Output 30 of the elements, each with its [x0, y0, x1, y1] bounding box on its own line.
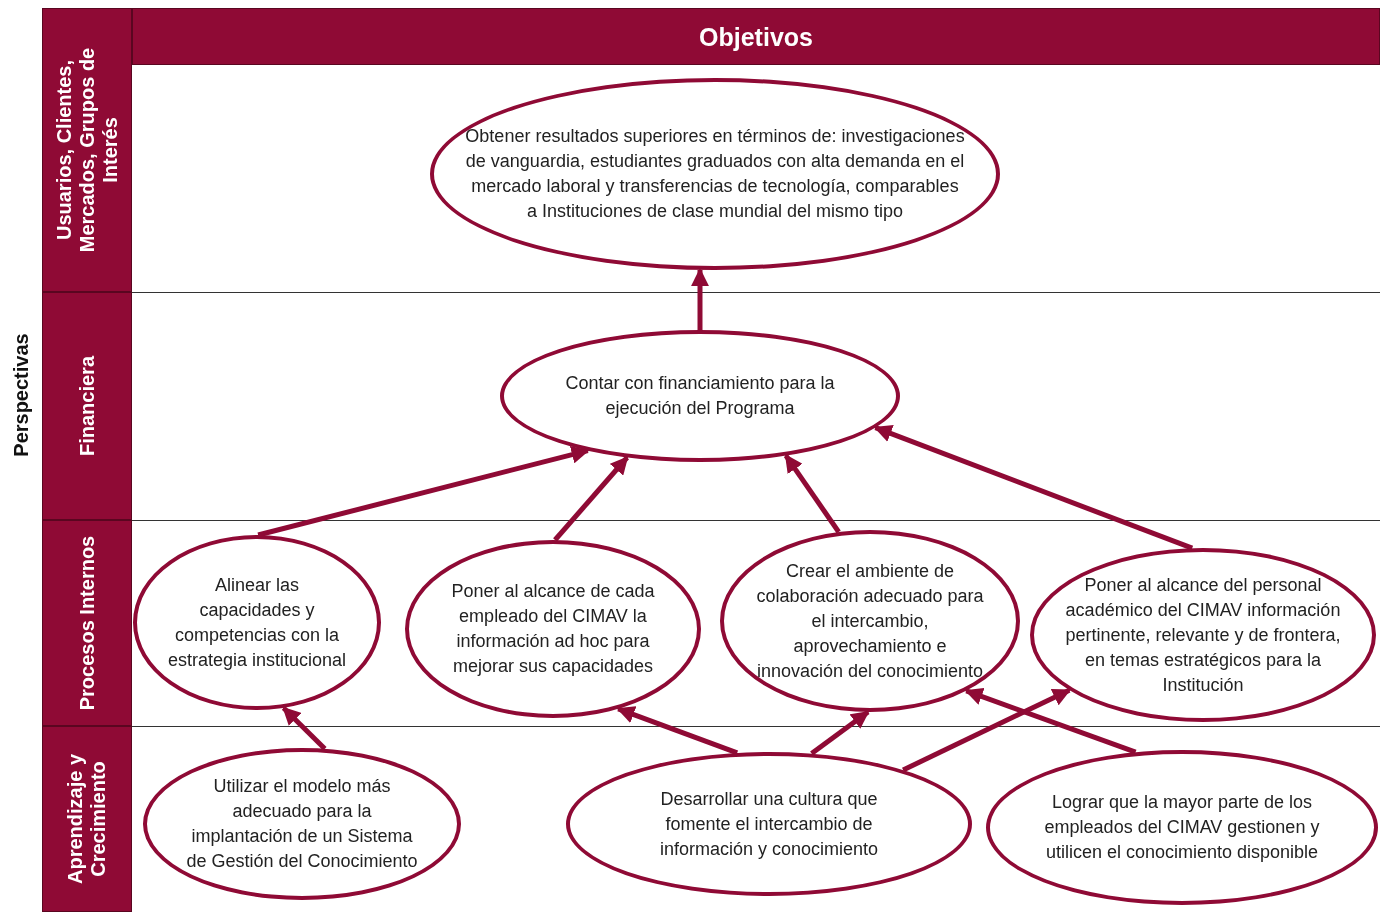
objective-text: Crear el ambiente de colaboración adecuado para el intercambio, aprovechamiento e innovación del conocimiento — [755, 559, 985, 683]
objective-text: Contar con financiamiento para la ejecución del Programa — [565, 372, 835, 420]
objective-text: Poner al alcance del personal académico del CIMAV información pertinente, relevante y de frontera, en temas estratégicos para la Institución — [1064, 573, 1342, 697]
arrow — [964, 687, 1137, 755]
axis-label: Perspectivas — [9, 333, 33, 457]
objective-text: Alinear las capacidades y competencias con la estrategia institucional — [166, 573, 348, 672]
perspective-band — [42, 8, 132, 292]
arrow — [902, 687, 1071, 773]
perspective-label: Procesos Internos — [75, 534, 99, 713]
perspective-label: Aprendizaje y Crecimiento — [64, 753, 110, 887]
arrow — [810, 710, 870, 756]
arrow — [281, 706, 327, 751]
perspective-band — [42, 520, 132, 726]
header-text: Objetivos — [699, 22, 813, 51]
objective-text: Utilizar el modelo más adecuado para la implantación de un Sistema de Gestión del Conocimiento — [185, 775, 419, 873]
objective-text: Lograr que la mayor parte de los empleados del CIMAV gestionen y utilicen el conocimiento disponible — [1043, 791, 1321, 864]
header-band — [132, 8, 1380, 65]
objective-text: Obtener resultados superiores en términos de: investigaciones de vanguardia, estudiantes graduados con alta demanda en el mercado laboral y transferencias de tecnología, comparables a Instituciones de clase mundial del mismo tipo — [465, 125, 965, 223]
arrow — [873, 425, 1194, 551]
arrow — [553, 455, 629, 542]
arrow — [257, 445, 590, 538]
arrow — [691, 268, 709, 330]
objective-text: Poner al alcance de cada empleado del CIMAV la información ad hoc para mejorar sus capacidades — [450, 580, 656, 678]
arrow — [783, 454, 841, 534]
perspective-label: Usuarios, Clientes, Mercados, Grupos de Interés — [52, 46, 122, 255]
perspective-label: Financiera — [75, 354, 99, 459]
perspective-band — [42, 726, 132, 912]
perspective-band — [42, 292, 132, 520]
arrow — [616, 706, 739, 756]
objective-text: Desarrollar una cultura que fomente el intercambio de información y conocimiento — [658, 787, 880, 861]
